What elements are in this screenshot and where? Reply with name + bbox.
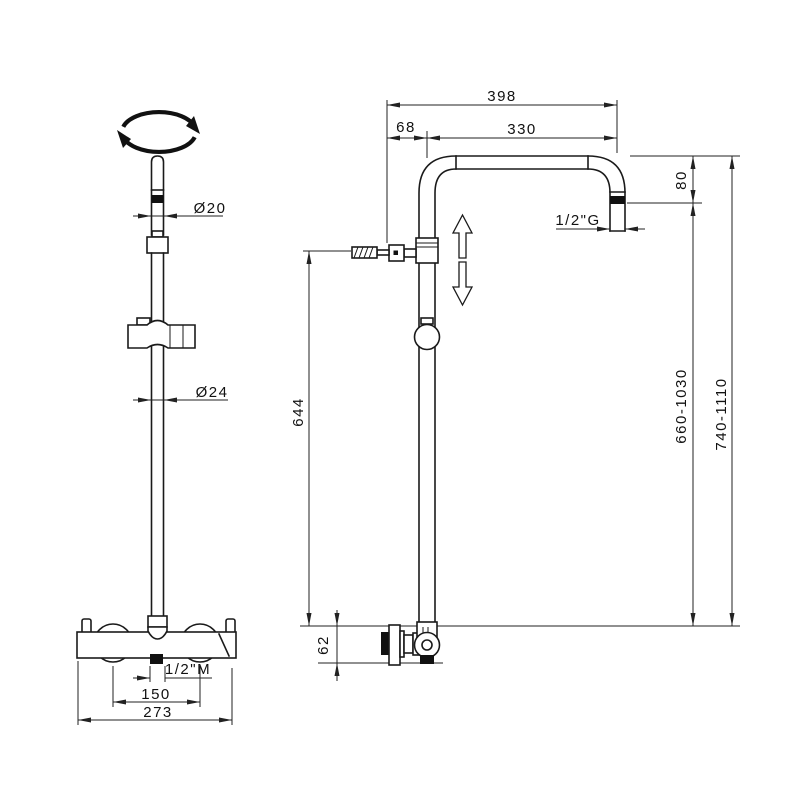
temp-handle-side: [381, 632, 389, 655]
mixer-valve-front: [76, 615, 237, 664]
dim-label: 330: [507, 121, 537, 138]
dim-range-outer: 740-1110: [713, 156, 735, 626]
escutcheon-side: [388, 624, 401, 666]
dim-label: 1/2"M: [165, 661, 211, 678]
dim-label: 644: [290, 397, 307, 427]
dim-label: 80: [673, 170, 690, 190]
dim-outlet-thread: 1/2"M: [133, 661, 212, 682]
dim-arm-span: 330: [427, 121, 617, 141]
dim-shower-thread: 1/2"G: [555, 212, 645, 232]
thread-band: [151, 195, 164, 203]
dim-label: Ø20: [194, 200, 227, 217]
dim-head-drop: 80: [627, 155, 740, 204]
head-pipe: [146, 155, 169, 254]
mixer-valve-side: [381, 621, 441, 666]
dim-label: 740-1110: [713, 377, 730, 450]
handset-grip: [351, 246, 378, 259]
dim-label: Ø24: [196, 384, 229, 401]
dim-label: 1/2"G: [555, 212, 600, 229]
dim-label: 62: [315, 635, 332, 655]
rotation-arrows-icon: [117, 109, 200, 155]
dim-inlet-spacing: 150: [112, 666, 201, 707]
front-view: Ø20 Ø24 1/2"M: [76, 109, 237, 725]
dim-riser-height: 644: [290, 250, 351, 626]
handset-holder: [351, 244, 417, 262]
slider-collar: [415, 237, 439, 264]
riser-and-arm: [418, 155, 626, 623]
head-thread-band: [610, 196, 625, 204]
riser-lock-knob: [413, 317, 441, 351]
connector-nut: [146, 236, 169, 254]
dim-label: 660-1030: [673, 368, 690, 443]
dim-valve-body-height: 62: [315, 610, 340, 681]
dim-label: 273: [143, 704, 173, 721]
dim-label: 68: [396, 119, 416, 136]
dim-valve-width: 273: [77, 661, 233, 725]
dim-range-inner: 660-1030: [673, 203, 696, 626]
dim-label: 398: [487, 88, 517, 105]
riser-pipe-front: [150, 252, 165, 617]
dim-holder-offset: 68: [387, 119, 427, 141]
dim-riser-diameter: Ø24: [133, 384, 228, 403]
dim-label: 150: [141, 686, 171, 703]
handle-edge: [217, 632, 231, 658]
outlet-port: [150, 654, 163, 664]
side-view: 398 68 330 80 660-1030: [290, 88, 740, 681]
up-down-arrows-icon: [451, 213, 474, 307]
dim-head-pipe-diameter: Ø20: [133, 200, 227, 219]
dim-overall-reach: 398: [386, 88, 618, 243]
slider-bracket: [127, 317, 196, 349]
